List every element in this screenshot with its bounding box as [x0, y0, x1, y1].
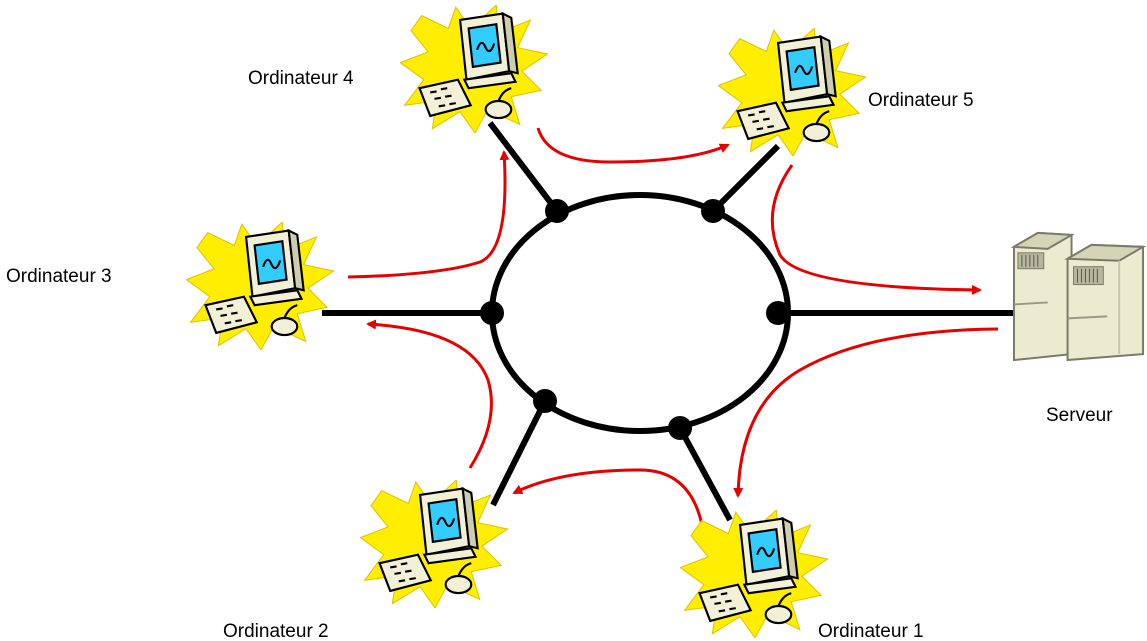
flow-arrow [536, 127, 730, 164]
cable-computer-1 [677, 426, 733, 522]
junction-node [668, 416, 692, 440]
label-computer-4: Ordinateur 4 [248, 68, 354, 89]
server-icon [1012, 231, 1145, 362]
label-computer-1: Ordinateur 1 [818, 621, 924, 641]
flow-arrow [347, 150, 510, 279]
computer-2-icon [360, 480, 509, 608]
computer-3-icon [186, 222, 335, 350]
label-computer-2: Ordinateur 2 [223, 621, 329, 641]
label-computer-3: Ordinateur 3 [6, 266, 112, 287]
flow-arrow [770, 164, 982, 295]
junction-node [545, 199, 569, 223]
label-server: Serveur [1046, 405, 1113, 426]
flow-arrow [733, 327, 999, 498]
cable-computer-4 [487, 121, 560, 213]
junction-node [766, 301, 790, 325]
junction-node [480, 301, 504, 325]
flow-arrow [366, 319, 493, 469]
cable-computer-5 [710, 143, 781, 214]
computer-5-icon [718, 28, 867, 156]
cable-computer-2 [490, 399, 548, 507]
computer-1-icon [680, 510, 829, 638]
junction-node [701, 199, 725, 223]
computer-4-icon [400, 5, 549, 133]
flow-arrow [512, 468, 704, 526]
label-computer-5: Ordinateur 5 [868, 90, 974, 111]
junction-node [533, 389, 557, 413]
